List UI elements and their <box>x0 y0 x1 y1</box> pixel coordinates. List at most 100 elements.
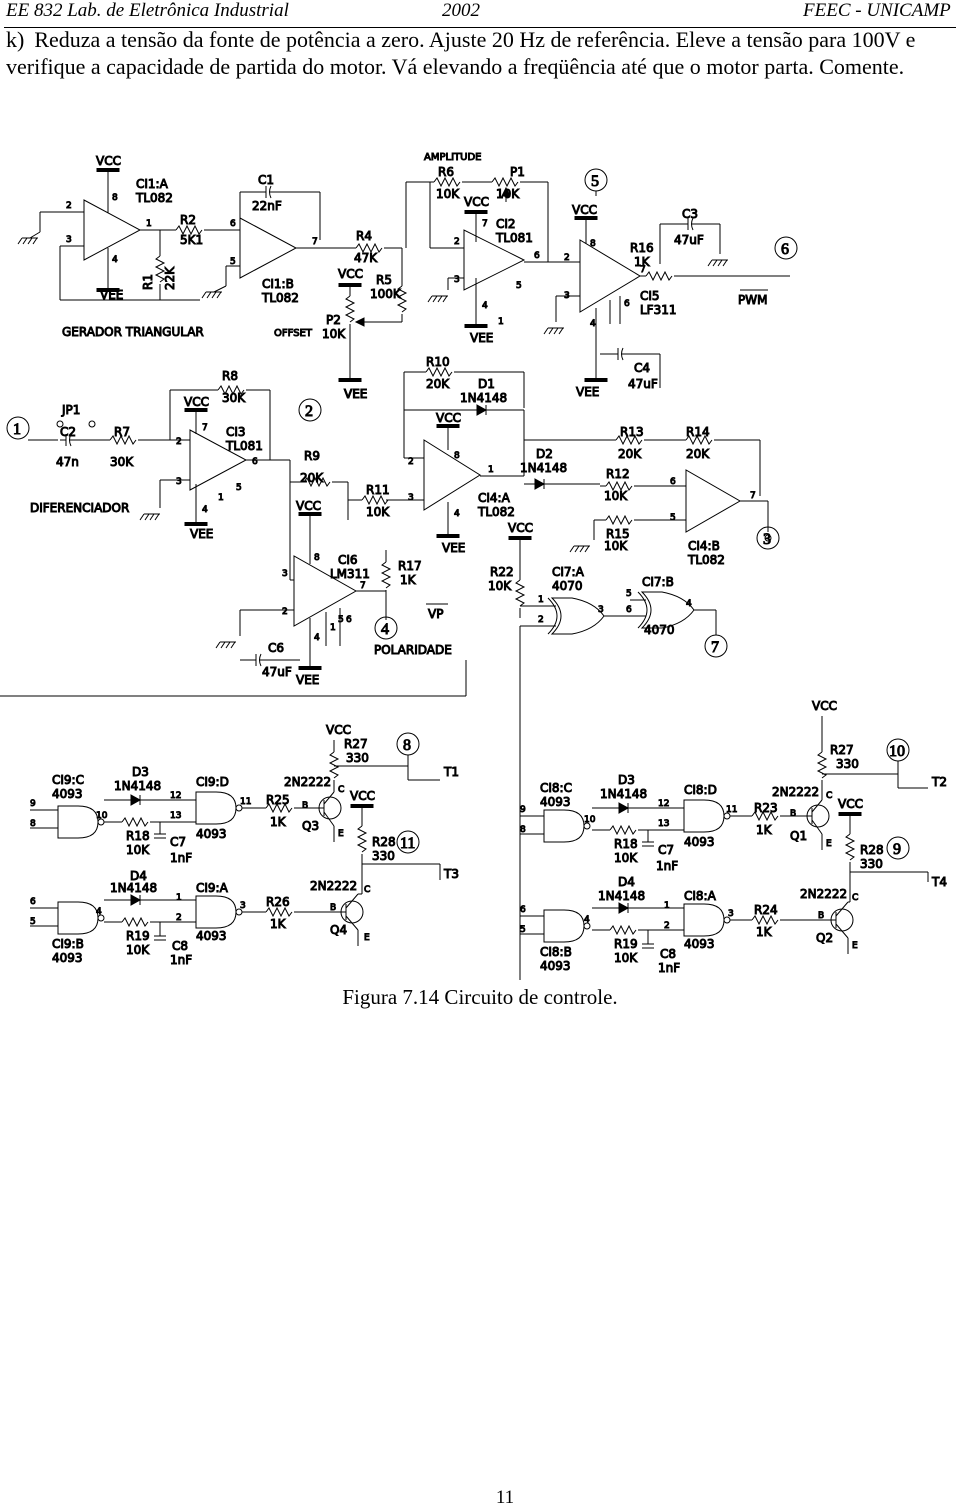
ci8d-type: 4093 <box>684 835 715 849</box>
ci9a-label: CI9:A <box>196 881 229 895</box>
svg-text:13: 13 <box>658 819 669 829</box>
ci2-opamp <box>427 182 580 328</box>
ci7a-type: 4070 <box>552 579 583 593</box>
p1-value: 10K <box>496 187 520 201</box>
node-2: 2 <box>305 403 313 420</box>
r24-value: 1K <box>756 925 773 939</box>
r16-value: 1K <box>634 255 651 269</box>
svg-text:10: 10 <box>584 815 596 825</box>
ci7a-label: CI7:A <box>552 565 585 579</box>
q3-type: 2N2222 <box>284 775 331 789</box>
r11-value: 10K <box>366 505 390 519</box>
d4-value-left: 1N4148 <box>110 881 157 895</box>
r2-label: R2 <box>180 213 196 227</box>
svg-text:3: 3 <box>282 569 288 579</box>
r28-label-left: R28 <box>372 835 396 849</box>
node-8: 8 <box>403 737 411 754</box>
ci9b-label: CI9:B <box>52 937 84 951</box>
svg-text:1: 1 <box>176 893 182 903</box>
ci4a-type: TL082 <box>477 505 515 519</box>
r7-label: R7 <box>114 425 130 439</box>
ci3-label: CI3 <box>226 425 246 439</box>
r15-value: 10K <box>604 539 628 553</box>
r26-value: 1K <box>270 917 287 931</box>
t1-label: T1 <box>443 765 459 779</box>
amplitude-label: AMPLITUDE <box>424 152 481 163</box>
r1-label: R1 <box>141 274 155 290</box>
r6-label: R6 <box>438 165 454 179</box>
ci4b-label: CI4:B <box>688 539 720 553</box>
page-number: 11 <box>495 1487 515 1508</box>
ci6-vee-label: VEE <box>296 673 319 687</box>
r25-label: R25 <box>266 793 290 807</box>
svg-text:8: 8 <box>520 825 526 835</box>
ci9c-nand-gate <box>30 805 105 839</box>
svg-text:8: 8 <box>30 819 36 829</box>
svg-text:7: 7 <box>482 219 488 229</box>
ci7b-xor-gate <box>630 591 716 629</box>
r18-label-left: R18 <box>126 829 150 843</box>
svg-text:8: 8 <box>454 451 460 461</box>
ci8a-label: CI8:A <box>684 889 717 903</box>
svg-text:5: 5 <box>626 589 632 599</box>
ci8c-nand-gate <box>520 809 591 843</box>
svg-text:8: 8 <box>112 193 118 203</box>
ci5-vcc-label: VCC <box>572 203 597 217</box>
r16-label: R16 <box>630 241 654 255</box>
svg-text:C: C <box>364 885 370 895</box>
ci9a-type: 4093 <box>196 929 227 943</box>
ci9d-type: 4093 <box>196 827 227 841</box>
ci8c-type: 4093 <box>540 795 571 809</box>
r17-label: R17 <box>398 559 422 573</box>
ci2-type: TL081 <box>495 231 533 245</box>
q1-transistor <box>806 792 830 850</box>
r23-value: 1K <box>756 823 773 837</box>
r19-value-right: 10K <box>614 951 638 965</box>
ci7b-label: CI7:B <box>642 575 674 589</box>
ci8c-label: CI8:C <box>540 781 572 795</box>
svg-text:4: 4 <box>686 599 692 609</box>
svg-text:6: 6 <box>230 219 236 229</box>
r27-value-left: 330 <box>346 751 369 765</box>
ci8a-nand-gate <box>683 903 752 937</box>
q3-transistor <box>318 791 342 842</box>
t2-label: T2 <box>931 775 947 789</box>
svg-text:7: 7 <box>202 423 208 433</box>
svg-text:11: 11 <box>726 805 737 815</box>
ci8d-label: CI8:D <box>684 783 717 797</box>
r22-value: 10K <box>488 579 512 593</box>
svg-text:2: 2 <box>66 201 72 211</box>
r6-value: 10K <box>436 187 460 201</box>
svg-text:7: 7 <box>360 581 366 591</box>
svg-text:B: B <box>818 911 824 921</box>
r17-value: 1K <box>400 573 417 587</box>
svg-text:1: 1 <box>498 317 504 327</box>
c8-value-left: 1nF <box>170 953 192 967</box>
r14-value: 20K <box>686 447 710 461</box>
svg-text:E: E <box>364 933 370 943</box>
ci3-vcc-label: VCC <box>184 395 209 409</box>
svg-text:4: 4 <box>202 505 208 515</box>
ci6-vcc-label: VCC <box>296 499 321 513</box>
ci8a-type: 4093 <box>684 937 715 951</box>
r12-label: R12 <box>606 467 630 481</box>
svg-text:2: 2 <box>454 237 460 247</box>
r9-value: 20K <box>300 471 324 485</box>
svg-text:2: 2 <box>176 913 182 923</box>
ci6-label: CI6 <box>338 553 358 567</box>
svg-text:B: B <box>330 903 336 913</box>
ci4b-type: TL082 <box>687 553 725 567</box>
c6-value: 47uF <box>262 665 292 679</box>
r7-value: 30K <box>110 455 134 469</box>
ci9a-nand-gate <box>195 895 266 929</box>
svg-text:4: 4 <box>590 319 596 329</box>
d2-value: 1N4148 <box>520 461 567 475</box>
node-11: 11 <box>400 835 415 852</box>
svg-text:3: 3 <box>598 605 604 615</box>
r27-label-left: R27 <box>344 737 368 751</box>
instruction-label: k) <box>6 27 25 52</box>
svg-text:C: C <box>338 785 344 795</box>
page-header: EE 832 Lab. de Eletrônica Industrial 200… <box>0 0 960 26</box>
header-year: 2002 <box>442 0 480 21</box>
p2-label: P2 <box>326 313 341 327</box>
